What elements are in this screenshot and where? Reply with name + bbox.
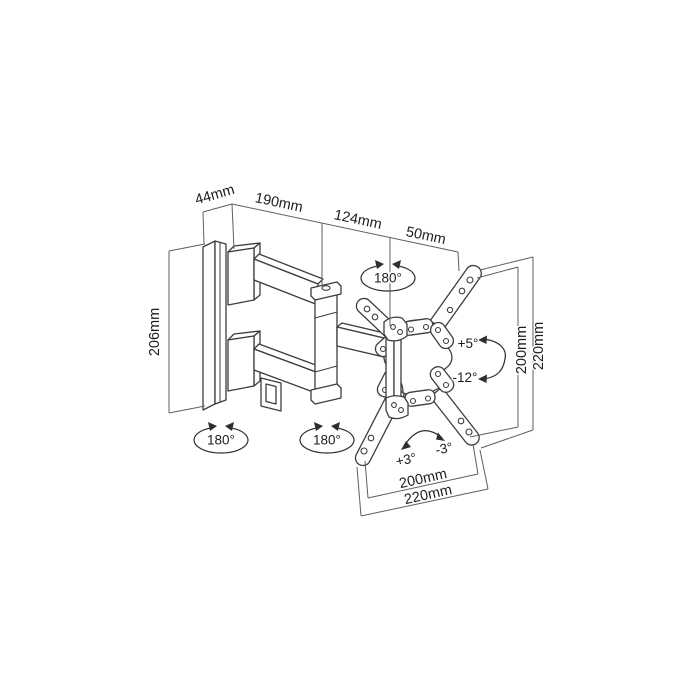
dim-label-190mm: 190mm [254,190,305,216]
tilt-arrowhead-down [478,374,487,383]
dim-label-50mm: 50mm [404,224,447,248]
rotation-arrowhead [392,260,401,269]
dim-vesa-width: 200mm 220mm [356,443,489,517]
dim-label-220mm-vertical: 220mm [531,322,547,370]
angle-label-head-180: 180° [374,271,402,286]
level-arrowhead-left [401,441,411,450]
cable-clip [260,377,282,412]
vesa-plate [354,264,482,467]
upper-arm [253,253,324,306]
rotation-arrowhead [331,422,340,431]
elbow-joint [310,281,342,405]
vesa-arm-lower-right [429,386,480,446]
vesa-arm-upper-right [422,264,482,340]
dim-wall-height: 206mm [146,243,206,414]
pivot-bracket [383,316,409,420]
wall-plate [202,240,227,411]
dim-label-206mm: 206mm [147,308,163,356]
rotation-symbol-elbow: 180° [299,422,355,454]
rotation-arrowhead [314,422,323,431]
dim-label-124mm: 124mm [333,207,384,233]
angle-label-tilt-up: +5° [458,336,479,351]
rotation-symbol-head: 180° [360,260,416,292]
angle-label-elbow-180: 180° [313,433,341,448]
angle-label-tilt-down: -12° [453,370,478,385]
level-arrowhead-right [436,432,445,441]
angle-label-level-right: -3° [434,439,454,457]
angle-label-level-left: +3° [394,450,417,469]
tilt-arrowhead-up [478,335,487,344]
rotation-arrowhead [375,260,384,269]
dim-label-200mm-vertical: 200mm [514,326,530,374]
rotation-arrowhead [208,422,217,431]
vesa-pad-upper-right [429,321,455,350]
vesa-pad-lower-right [429,366,455,393]
dim-vesa-height: 200mm 220mm [469,256,549,449]
angle-label-wall-180: 180° [207,433,235,448]
tilt-annotation: +5° -12° [451,335,506,387]
rotation-arrowhead [225,422,234,431]
rotation-symbol-wall: 180° [193,422,249,454]
level-annotation: +3° -3° [393,430,456,471]
vesa-pad-top [402,318,434,336]
